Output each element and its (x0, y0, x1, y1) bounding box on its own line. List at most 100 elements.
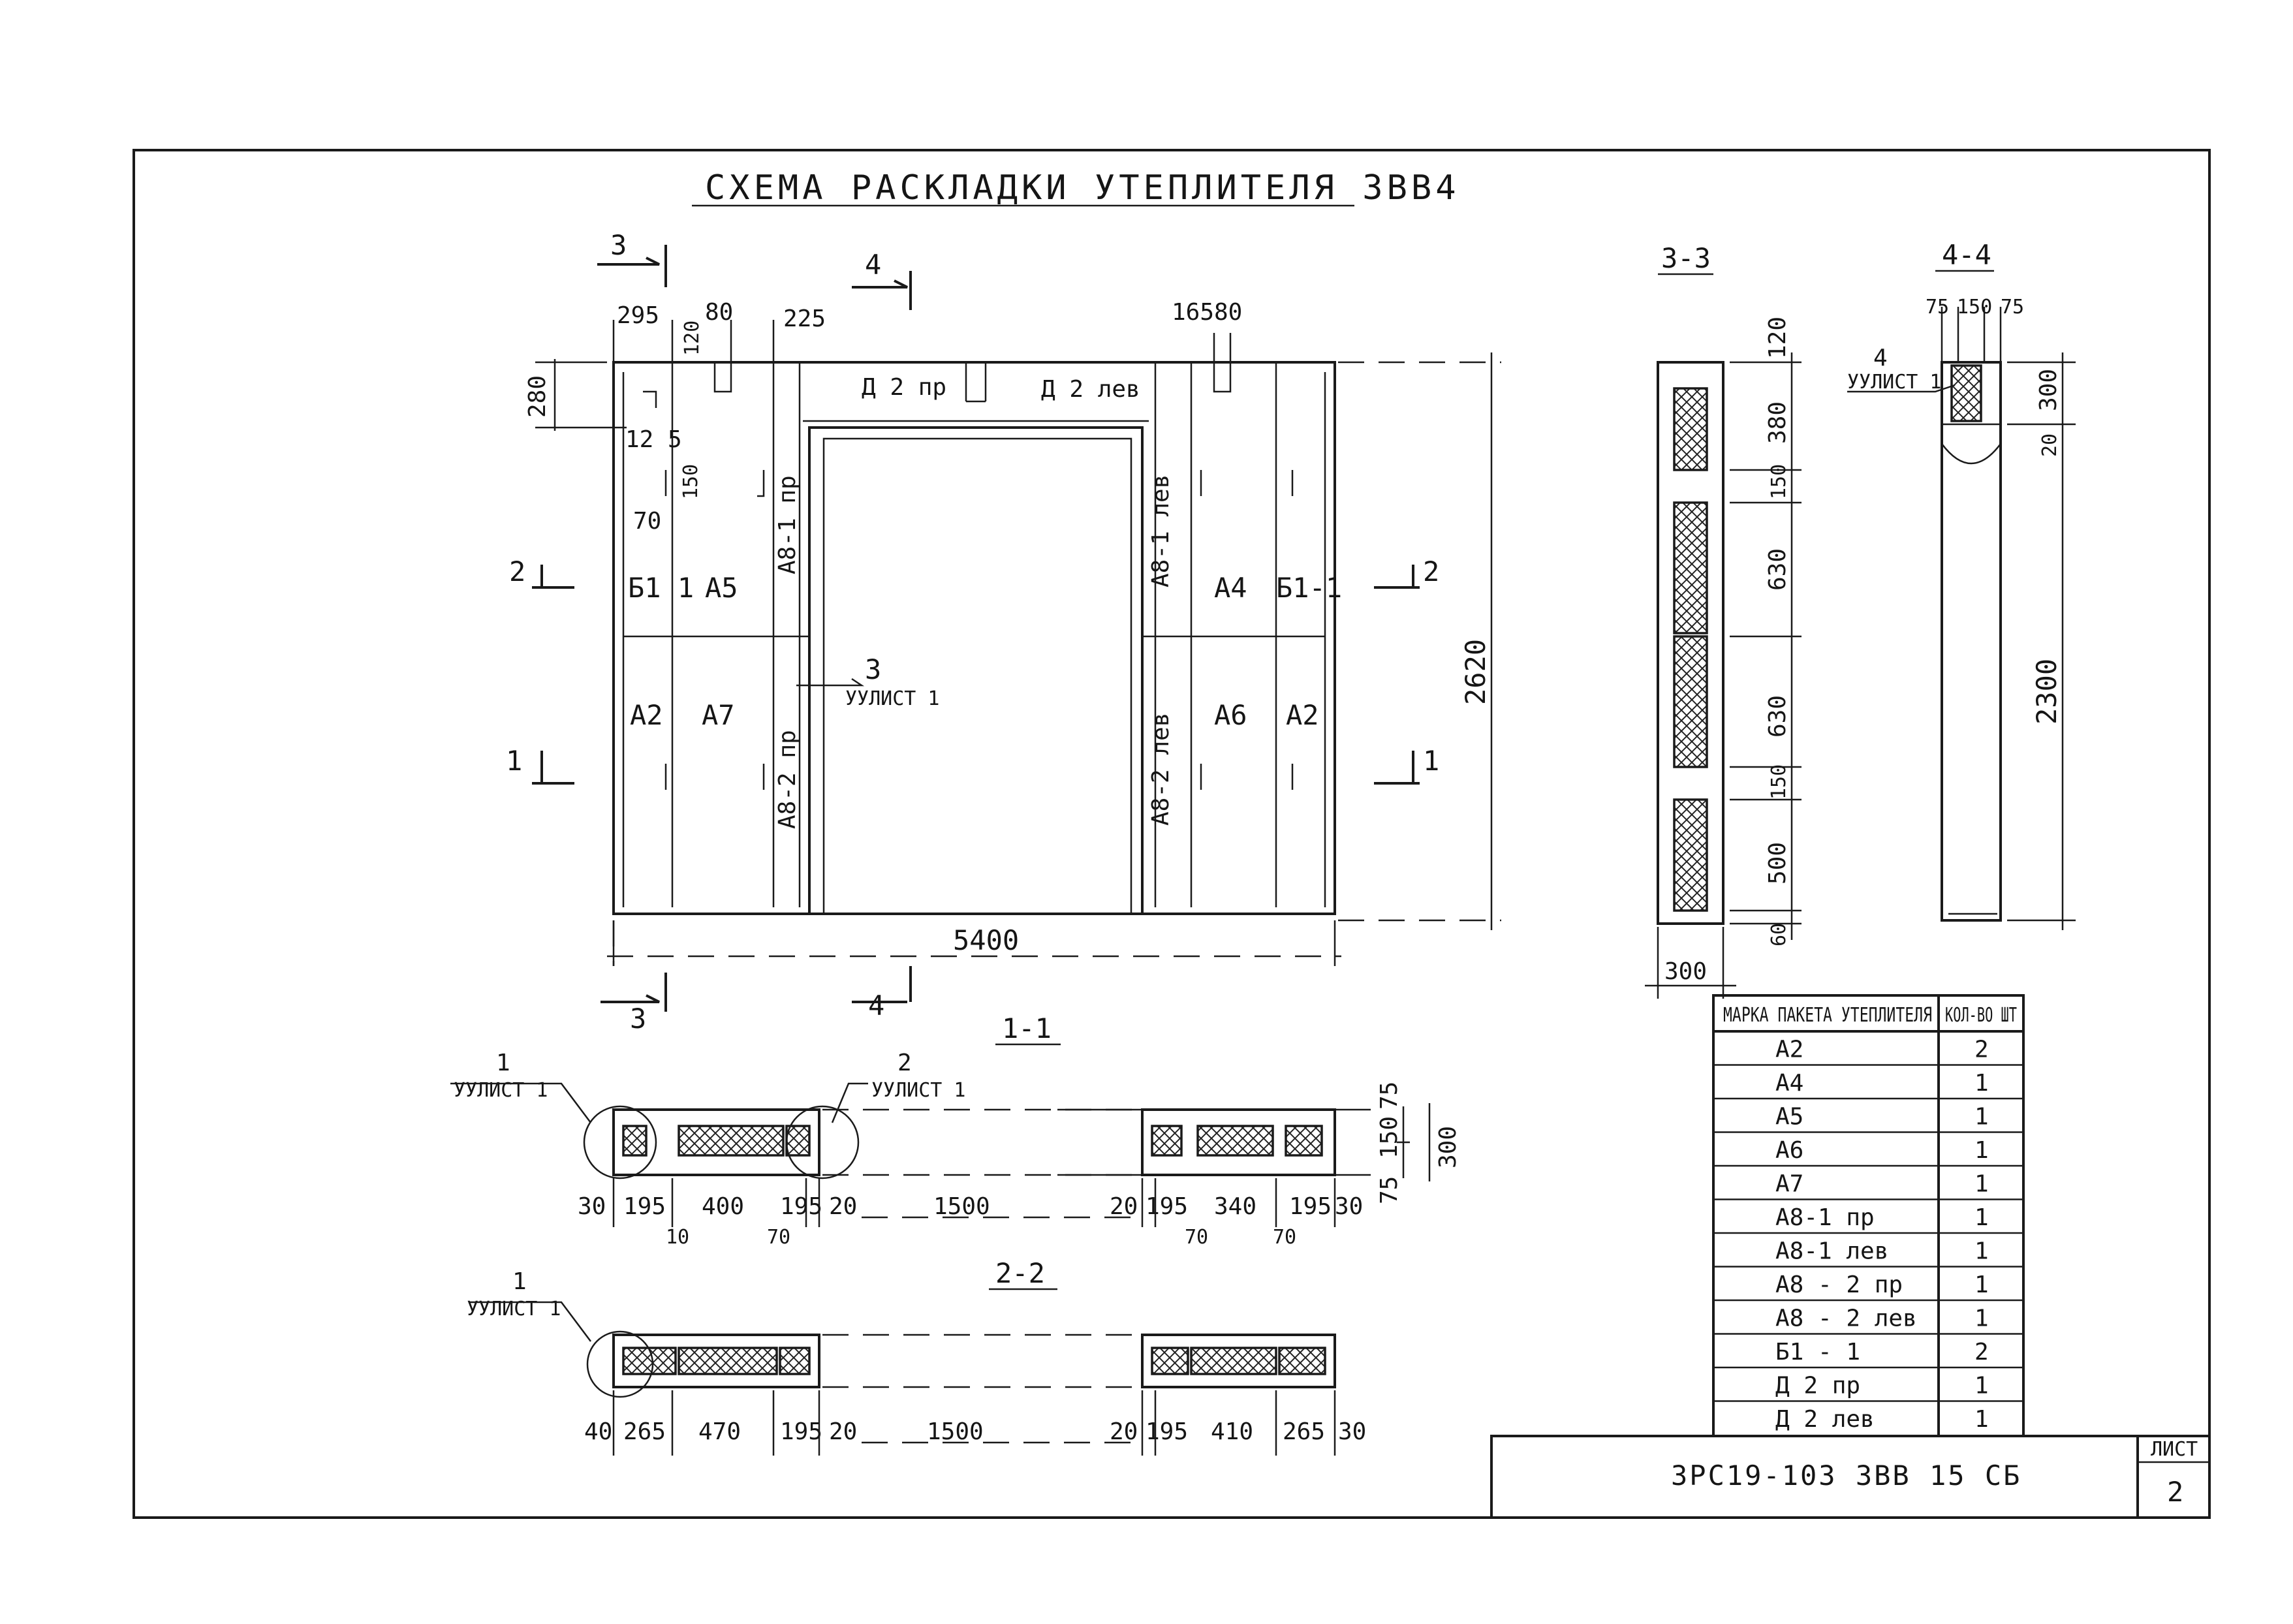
s11-dim-1: 195 (623, 1193, 666, 1220)
table-row-qty: 1 (1974, 1104, 1989, 1131)
table-row-mark: А5 (1775, 1104, 1803, 1131)
s11-callout1-text: УУЛИСТ 1 (454, 1079, 548, 1102)
table-row-qty: 1 (1974, 1070, 1989, 1097)
table-row-mark: А8-1 пр (1775, 1204, 1875, 1231)
cut-4-bottom: 4 (868, 990, 884, 1022)
table-row-mark: Б1 - 1 (1775, 1339, 1860, 1366)
s44-v0: 300 (2035, 369, 2062, 411)
s11-dim-0: 30 (578, 1193, 606, 1220)
s11-dim-8: 340 (1214, 1193, 1256, 1220)
cut-3-top: 3 (610, 229, 627, 261)
panel-a81lev: А8-1 лев (1147, 475, 1174, 587)
s11-callout1-num: 1 (496, 1050, 510, 1076)
table-row-qty: 2 (1974, 1339, 1989, 1366)
table-row-qty: 1 (1974, 1204, 1989, 1231)
section-1-1: 1-1 75 150 75 300 1 УУЛИСТ 1 2 УУЛИСТ 1 … (450, 1012, 1461, 1249)
s44-callout-text: УУЛИСТ 1 (1847, 371, 1942, 394)
panel-d2pr: Д 2 пр (862, 374, 946, 401)
dim-280: 280 (524, 375, 551, 418)
s44-callout-num: 4 (1873, 345, 1888, 371)
stamp-sheet-no: 2 (2167, 1476, 2183, 1508)
panel-a82lev: А8-2 лев (1147, 713, 1174, 826)
dim-150: 150 (679, 464, 702, 499)
panel-a5: А5 (705, 572, 738, 604)
dim-165: 165 (1172, 299, 1214, 326)
cut-1-left: 1 (506, 745, 522, 777)
panel-a7: А7 (702, 699, 735, 731)
s22-dim-4: 20 (829, 1418, 857, 1445)
s22-dim-5: 1500 (927, 1418, 984, 1445)
s11-sub-3: 70 (1273, 1226, 1296, 1249)
cut-4-top: 4 (865, 249, 881, 281)
s33-dim-2: 150 (1768, 464, 1790, 499)
s44-top-0: 75 (1926, 296, 1949, 319)
cut-2-left: 2 (509, 555, 525, 587)
table-row-qty: 1 (1974, 1272, 1989, 1298)
elevation-view: Б1 1 А5 А2 А7 А4 Б1-1 А6 А2 Д 2 пр Д 2 л… (506, 229, 1501, 1035)
title-block: 3РС19-103 3ВВ 15 СБ ЛИСТ 2 (1490, 1435, 2211, 1519)
s11-dim-7: 195 (1146, 1193, 1188, 1220)
table-row-mark: А8 - 2 пр (1775, 1272, 1903, 1298)
panel-a2-left: А2 (630, 699, 663, 731)
section-4-4-label: 4-4 (1942, 239, 1991, 271)
table-row-qty: 1 (1974, 1171, 1989, 1198)
dim-295: 295 (617, 302, 659, 329)
s33-dim-1: 380 (1764, 401, 1791, 444)
panel-a81pr: А8-1 пр (774, 475, 801, 574)
table-row-mark: А8-1 лев (1775, 1238, 1888, 1265)
s11-v75a: 75 (1376, 1082, 1403, 1110)
s33-dim-4: 630 (1764, 695, 1791, 738)
s44-top-2: 75 (2001, 296, 2024, 319)
sheet-frame (133, 149, 2211, 1519)
s22-dim-0: 40 (584, 1418, 612, 1445)
s44-v1: 20 (2038, 433, 2061, 457)
s11-dim-9: 195 (1289, 1193, 1332, 1220)
dim-5400: 5400 (953, 924, 1019, 956)
s33-dim-3: 630 (1764, 548, 1791, 591)
table-header-mark: МАРКА ПАКЕТА УТЕПЛИТЕЛЯ (1723, 1004, 1932, 1027)
dim-125: 12 5 (625, 426, 682, 453)
table-row-mark: Д 2 лев (1775, 1406, 1875, 1433)
section-1-1-label: 1-1 (1002, 1012, 1052, 1044)
panel-b11-right: Б1-1 (1276, 572, 1342, 604)
table-row-qty: 1 (1974, 1406, 1989, 1433)
s11-sub-1: 70 (767, 1226, 790, 1249)
s22-dim-3: 195 (780, 1418, 822, 1445)
callout-3-text: УУЛИСТ 1 (845, 687, 940, 710)
table-header-qty: КОЛ-ВО ШТ (1945, 1004, 2017, 1027)
s11-dim-2: 400 (702, 1193, 744, 1220)
table-row-mark: А6 (1775, 1137, 1803, 1164)
s33-width: 300 (1664, 958, 1707, 985)
cut-1-right: 1 (1423, 745, 1439, 777)
s33-dim-0: 120 (1764, 317, 1791, 359)
s11-v300: 300 (1435, 1126, 1461, 1168)
s11-dim-6: 20 (1110, 1193, 1138, 1220)
dim-80b: 80 (1214, 299, 1242, 326)
s22-dim-10: 30 (1338, 1418, 1366, 1445)
s44-v2: 2300 (2031, 659, 2063, 725)
s22-dim-6: 20 (1110, 1418, 1138, 1445)
section-3-3-label: 3-3 (1661, 242, 1711, 274)
s44-top-1: 150 (1957, 296, 1992, 319)
table-row-mark: Д 2 пр (1775, 1373, 1860, 1399)
table-row-qty: 1 (1974, 1373, 1989, 1399)
dim-2620: 2620 (1459, 639, 1491, 705)
stamp-sheet-label: ЛИСТ (2151, 1438, 2198, 1461)
s11-sub-0: 10 (666, 1226, 689, 1249)
s11-dim-10: 30 (1335, 1193, 1363, 1220)
s11-callout2-num: 2 (897, 1050, 912, 1076)
table-row-mark: А7 (1775, 1171, 1803, 1198)
callout-3-num: 3 (865, 653, 881, 685)
section-4-4: 4-4 75 150 75 300 20 2300 4 УУЛИСТ 1 (1847, 239, 2076, 930)
table-row-mark: А4 (1775, 1070, 1803, 1097)
dim-120: 120 (681, 320, 704, 356)
s11-callout2-text: УУЛИСТ 1 (871, 1079, 966, 1102)
s22-callout-text: УУЛИСТ 1 (467, 1298, 561, 1320)
panel-b11-left: Б1 1 (628, 572, 694, 604)
s22-dim-9: 265 (1283, 1418, 1325, 1445)
section-2-2-label: 2-2 (995, 1257, 1045, 1289)
s11-dim-5: 1500 (933, 1193, 990, 1220)
panel-a82pr: А8-2 пр (774, 730, 801, 829)
